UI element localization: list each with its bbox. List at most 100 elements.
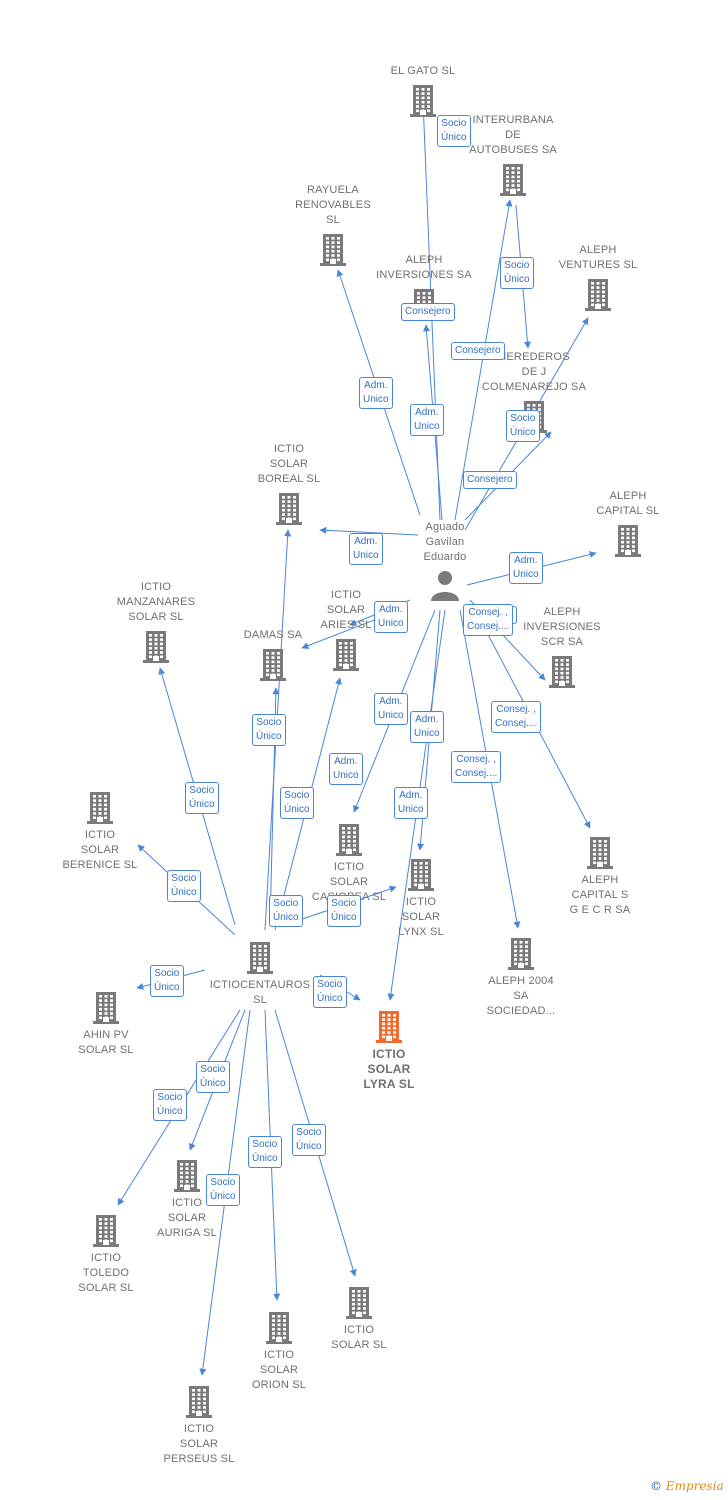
company-label: ALEPH INVERSIONES SA [376, 254, 472, 281]
company-node-interurbana[interactable]: INTERURBANA DE AUTOBUSES SA [448, 113, 578, 196]
building-icon [587, 837, 613, 869]
company-node-berenice[interactable]: ICTIO SOLAR BERENICE SL [35, 790, 165, 873]
building-icon [260, 649, 286, 681]
company-node-ictiosolar[interactable]: ICTIO SOLAR SL [294, 1285, 424, 1353]
company-label: INTERURBANA DE AUTOBUSES SA [469, 114, 557, 156]
relationship-badge[interactable]: Adm. Unico [509, 552, 543, 584]
company-label: ICTIO SOLAR CASIOPEA SL [312, 861, 387, 903]
company-node-alephcapital[interactable]: ALEPH CAPITAL SL [563, 489, 693, 557]
company-label: ALEPH 2004 SA SOCIEDAD... [486, 975, 556, 1017]
relationship-badge[interactable]: Socio Único [153, 1089, 187, 1121]
company-label: ICTIO MANZANARES SOLAR SL [116, 581, 196, 623]
company-node-manzanares[interactable]: ICTIO MANZANARES SOLAR SL [91, 580, 221, 663]
building-icon [93, 1215, 119, 1247]
building-icon [333, 639, 359, 671]
relationship-badge[interactable]: Adm. Unico [394, 787, 428, 819]
building-icon [615, 525, 641, 557]
relationship-badge[interactable]: Socio Único [292, 1124, 326, 1156]
company-label: ALEPH CAPITAL S G E C R SA [569, 874, 631, 916]
company-label: ICTIO SOLAR ARIES SL [320, 589, 372, 631]
relationship-badge[interactable]: Socio Único [437, 115, 471, 147]
building-icon [376, 1011, 402, 1043]
company-node-elgato[interactable]: EL GATO SL [358, 64, 488, 117]
building-icon [320, 234, 346, 266]
relationship-badge[interactable]: Adm. Unico [349, 533, 383, 565]
person-icon [431, 571, 459, 601]
company-node-ahin[interactable]: AHIN PV SOLAR SL [41, 990, 171, 1058]
company-node-damas[interactable]: DAMAS SA [208, 628, 338, 681]
person-node[interactable]: Aguado Gavilan Eduardo [380, 520, 510, 601]
company-label: ICTIO SOLAR ORION SL [251, 1349, 307, 1391]
company-node-aleph2004[interactable]: ALEPH 2004 SA SOCIEDAD... [456, 936, 586, 1019]
relationship-badge[interactable]: Consej. , Consej.... [491, 701, 542, 733]
relationship-badge[interactable]: Consejero [401, 303, 455, 321]
company-label: EL GATO SL [390, 65, 456, 77]
company-label: ICTIO SOLAR LYRA SL [363, 1047, 415, 1091]
relationship-badge[interactable]: Socio Único [196, 1061, 230, 1093]
relationship-badge[interactable]: Socio Único [280, 787, 314, 819]
building-icon [408, 859, 434, 891]
relationship-badge[interactable]: Socio Único [252, 714, 286, 746]
relationship-badge[interactable]: Socio Único [500, 257, 534, 289]
relationship-badge[interactable]: Socio Único [506, 410, 540, 442]
company-label: HEREDEROS DE J COLMENAREJO SA [481, 351, 587, 393]
company-node-orion[interactable]: ICTIO SOLAR ORION SL [214, 1310, 344, 1393]
relationship-badge[interactable]: Adm. Unico [410, 404, 444, 436]
relationship-badge[interactable]: Socio Único [206, 1174, 240, 1206]
edge-line [319, 526, 419, 536]
building-icon [266, 1312, 292, 1344]
building-icon [247, 942, 273, 974]
building-icon [143, 631, 169, 663]
company-label: ICTIO SOLAR BOREAL SL [257, 443, 321, 485]
company-node-aries[interactable]: ICTIO SOLAR ARIES SL [281, 588, 411, 671]
company-label: DAMAS SA [243, 629, 303, 641]
relationship-badge[interactable]: Adm. Unico [359, 377, 393, 409]
building-icon [508, 938, 534, 970]
building-icon [93, 992, 119, 1024]
brand-name: Empresia [665, 1479, 724, 1493]
company-label: ICTIO SOLAR LYNX SL [398, 896, 444, 938]
building-icon [186, 1386, 212, 1418]
company-node-rayuela[interactable]: RAYUELA RENOVABLES SL [268, 183, 398, 266]
company-label: ICTIO SOLAR PERSEUS SL [163, 1423, 235, 1465]
relationship-badge[interactable]: Consej. , Consej.... [463, 604, 514, 636]
company-node-alephventures[interactable]: ALEPH VENTURES SL [533, 243, 663, 311]
company-node-lyra[interactable]: ICTIO SOLAR LYRA SL [324, 1009, 454, 1092]
company-node-centauros[interactable]: ICTIOCENTAUROS SL [195, 940, 325, 1008]
relationship-badge[interactable]: Adm. Unico [374, 693, 408, 725]
building-icon [276, 493, 302, 525]
relationship-badge[interactable]: Consejero [463, 471, 517, 489]
company-label: ICTIO TOLEDO SOLAR SL [78, 1252, 134, 1294]
company-node-alephsgecr[interactable]: ALEPH CAPITAL S G E C R SA [535, 835, 665, 918]
company-node-alephscr[interactable]: ALEPH INVERSIONES SCR SA [497, 605, 627, 688]
building-icon [410, 85, 436, 117]
edge-line [454, 199, 513, 521]
company-label: ICTIOCENTAUROS SL [209, 979, 311, 1006]
relationship-badge[interactable]: Socio Único [150, 965, 184, 997]
company-label: ALEPH VENTURES SL [558, 244, 638, 271]
building-icon [336, 824, 362, 856]
copyright-symbol: © [650, 1479, 662, 1493]
relationship-badge[interactable]: Socio Único [327, 895, 361, 927]
relationship-badge[interactable]: Socio Único [167, 870, 201, 902]
company-label: RAYUELA RENOVABLES SL [295, 184, 371, 226]
relationship-badge[interactable]: Consejero [451, 342, 505, 360]
company-node-lynx[interactable]: ICTIO SOLAR LYNX SL [356, 857, 486, 940]
company-node-perseus[interactable]: ICTIO SOLAR PERSEUS SL [134, 1384, 264, 1467]
company-node-casiopea[interactable]: ICTIO SOLAR CASIOPEA SL [284, 822, 414, 905]
company-label: ALEPH INVERSIONES SCR SA [523, 606, 601, 648]
company-node-boreal[interactable]: ICTIO SOLAR BOREAL SL [224, 442, 354, 525]
relationship-badge[interactable]: Socio Único [248, 1136, 282, 1168]
person-label: Aguado Gavilan Eduardo [423, 521, 467, 563]
company-label: ALEPH CAPITAL SL [596, 490, 660, 517]
relationship-badge[interactable]: Consej. , Consej.... [451, 751, 502, 783]
building-icon [549, 656, 575, 688]
relationship-badge[interactable]: Socio Único [313, 976, 347, 1008]
company-node-auriga[interactable]: ICTIO SOLAR AURIGA SL [122, 1158, 252, 1241]
relationship-badge[interactable]: Adm. Unico [410, 711, 444, 743]
company-node-toledo[interactable]: ICTIO TOLEDO SOLAR SL [41, 1213, 171, 1296]
relationship-badge[interactable]: Socio Único [269, 895, 303, 927]
relationship-badge[interactable]: Adm. Unico [329, 753, 363, 785]
relationship-badge[interactable]: Socio Único [185, 782, 219, 814]
relationship-badge[interactable]: Adm. Unico [374, 601, 408, 633]
